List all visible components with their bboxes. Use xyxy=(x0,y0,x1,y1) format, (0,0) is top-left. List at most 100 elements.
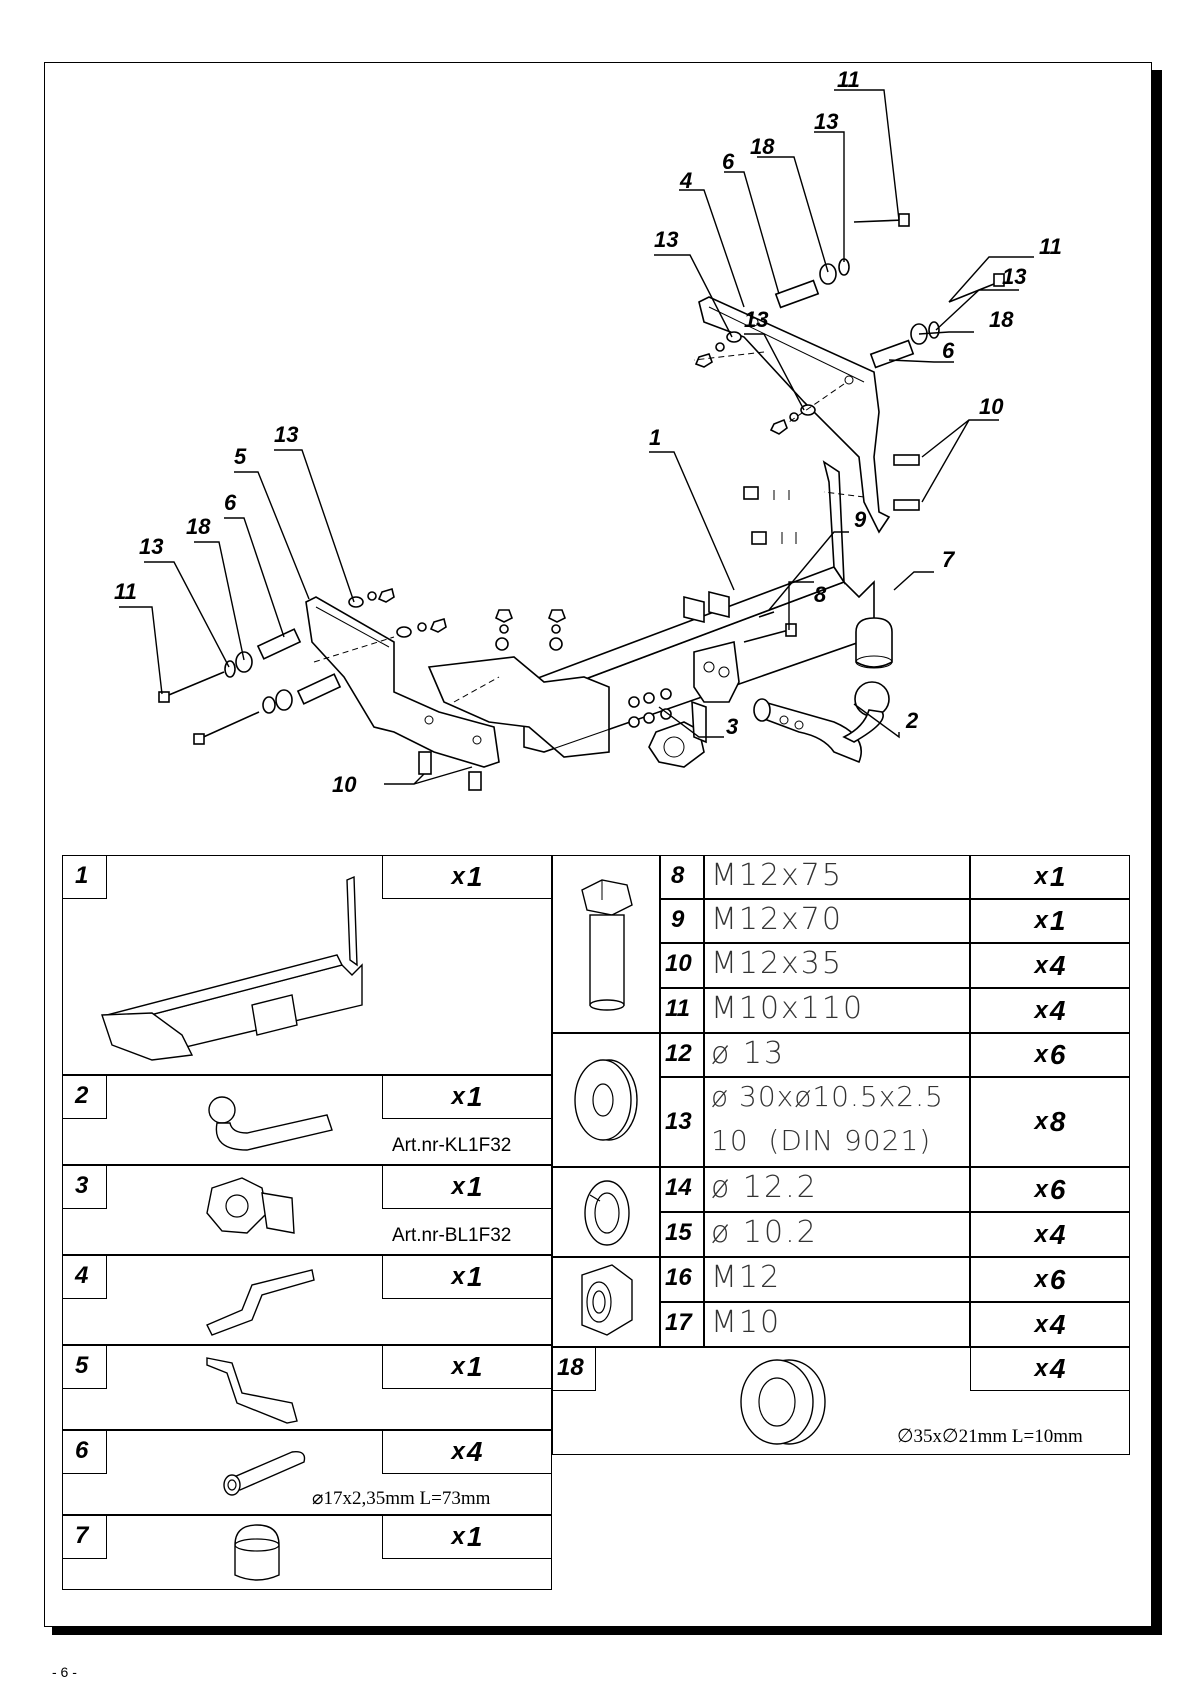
nut-icon xyxy=(581,1264,633,1336)
fasteners xyxy=(158,213,1005,791)
article-number: Art.nr-KL1F32 xyxy=(392,1135,512,1156)
ball-cover-thumbnail xyxy=(234,1524,280,1581)
callout-7: 7 xyxy=(942,547,956,572)
bracket-4-thumbnail xyxy=(206,1269,315,1336)
callout-10: 10 xyxy=(979,394,1004,419)
towball-part-2 xyxy=(753,681,890,764)
callout-11: 11 xyxy=(1039,234,1062,259)
callout-2: 2 xyxy=(905,708,919,733)
spec-number: 12 xyxy=(660,1033,704,1077)
callout-6: 6 xyxy=(942,338,955,363)
washer-icon xyxy=(574,1059,638,1141)
spec-number: 15 xyxy=(660,1212,704,1257)
callout-4: 4 xyxy=(679,168,692,193)
spec-value: M12x70 xyxy=(704,899,970,943)
spec-value: ø 12.2 xyxy=(704,1167,970,1212)
towball-thumbnail xyxy=(208,1096,333,1151)
spec-number: 11 xyxy=(660,988,704,1033)
spacer-ring-icon xyxy=(740,1359,826,1445)
spec-number: 10 xyxy=(660,943,704,988)
callout-6: 6 xyxy=(722,149,735,174)
spec-number: 16 xyxy=(660,1257,704,1302)
callout-8: 8 xyxy=(814,582,827,607)
spacer-tube-thumbnail xyxy=(223,1451,306,1496)
spec-number: 9 xyxy=(660,899,704,943)
page-number: - 6 - xyxy=(52,1664,77,1680)
exploded-assembly-drawing: 11 13 18 6 4 13 11 13 18 6 13 10 1 9 7 8… xyxy=(114,67,1062,797)
leader-lines xyxy=(119,89,1034,785)
callout-10: 10 xyxy=(332,772,357,797)
part-number: 7 xyxy=(62,1515,107,1559)
callout-6: 6 xyxy=(224,490,237,515)
spec-value: M12x75 xyxy=(704,855,970,899)
spring-washer-icon xyxy=(584,1180,630,1246)
callout-11: 11 xyxy=(114,579,137,604)
spec-value: ø 13 xyxy=(704,1033,970,1077)
bracket-part-4 xyxy=(698,296,891,534)
bracket-5-thumbnail xyxy=(206,1357,298,1424)
part-number: 2 xyxy=(62,1075,107,1119)
bolt-icon xyxy=(581,879,633,1011)
socket-plate-thumbnail xyxy=(206,1177,295,1234)
callout-5: 5 xyxy=(234,444,247,469)
callout-9: 9 xyxy=(854,507,867,532)
callout-1: 1 xyxy=(649,425,661,450)
callout-13: 13 xyxy=(744,307,768,332)
spec-value: M12 xyxy=(704,1257,970,1302)
part-number: 1 xyxy=(62,855,107,899)
spec-number: 13 xyxy=(660,1077,704,1167)
spec-number: 18 xyxy=(552,1347,596,1391)
part-1-thumbnail xyxy=(101,875,363,1061)
callout-13: 13 xyxy=(814,109,838,134)
spacer-dimensions: ⌀17x2,35mm L=73mm xyxy=(312,1488,491,1509)
callout-13: 13 xyxy=(1002,264,1026,289)
spec-value: M12x35 xyxy=(704,943,970,988)
spec-number: 8 xyxy=(660,855,704,899)
callout-3: 3 xyxy=(726,714,738,739)
spec-value: ø 10.2 xyxy=(704,1212,970,1257)
part-number: 6 xyxy=(62,1430,107,1474)
callout-13: 13 xyxy=(654,227,678,252)
callout-13: 13 xyxy=(274,422,298,447)
part-number: 3 xyxy=(62,1165,107,1209)
ball-cover-part-7 xyxy=(855,617,893,669)
callout-18: 18 xyxy=(750,134,775,159)
bracket-part-5 xyxy=(305,596,500,768)
spec-number: 14 xyxy=(660,1167,704,1212)
spec-value-multiline: ø 30xø10.5x2.5 10 (DIN 9021) xyxy=(704,1077,970,1167)
callout-18: 18 xyxy=(186,514,211,539)
callout-18: 18 xyxy=(989,307,1014,332)
callout-13: 13 xyxy=(139,534,163,559)
crossbar-part-1 xyxy=(427,460,875,758)
spec-value: M10 xyxy=(704,1302,970,1347)
part-number: 4 xyxy=(62,1255,107,1299)
socket-plate-part-3 xyxy=(648,700,707,768)
callout-labels: 11 13 18 6 4 13 11 13 18 6 13 10 1 9 7 8… xyxy=(114,67,1062,797)
article-number: Art.nr-BL1F32 xyxy=(392,1225,512,1246)
spacer-ring-dimensions: ∅35x∅21mm L=10mm xyxy=(897,1426,1083,1447)
callout-11: 11 xyxy=(837,67,860,92)
spec-value: ø 30xø10.5x2.5 xyxy=(711,1080,944,1113)
spec-value-line2: 10 (DIN 9021) xyxy=(711,1124,932,1157)
spec-value: M10x110 xyxy=(704,988,970,1033)
